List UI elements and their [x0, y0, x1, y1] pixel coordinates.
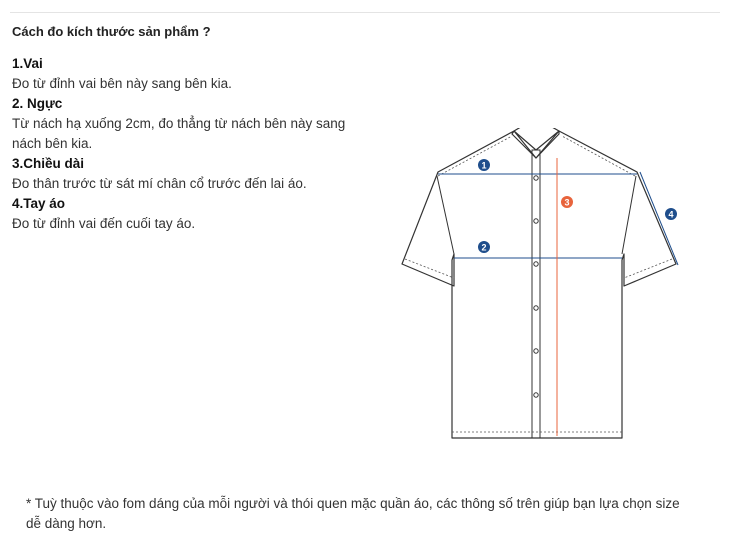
chest-description-line-1: Từ nách hạ xuống 2cm, đo thẳng từ nách b…: [12, 116, 346, 131]
buttons: [533, 175, 539, 398]
sleeve-heading: 4.Tay áo: [12, 196, 66, 211]
sleeve-measure-line: [639, 171, 679, 266]
chest-heading: 2. Ngực: [12, 96, 63, 111]
svg-text:1: 1: [481, 161, 486, 171]
measurement-guide: 1.Vai Đo từ đỉnh vai bên này sang bên ki…: [12, 54, 362, 234]
length-heading: 3.Chiều dài: [12, 156, 85, 171]
top-divider: [10, 12, 720, 13]
svg-text:3: 3: [564, 198, 569, 208]
size-note-line-1: * Tuỳ thuộc vào fom dáng của mỗi người v…: [26, 496, 680, 511]
chest-description-line-2: nách bên kia.: [12, 136, 93, 151]
svg-text:2: 2: [481, 243, 486, 253]
marker-2: 2: [478, 241, 490, 253]
shirt-diagram: 1 2 3 4: [401, 128, 679, 439]
marker-4: 4: [665, 208, 677, 220]
size-note-line-2: dễ dàng hơn.: [26, 516, 107, 531]
size-note: * Tuỳ thuộc vào fom dáng của mỗi người v…: [26, 494, 716, 534]
shoulder-description: Đo từ đỉnh vai bên này sang bên kia.: [12, 76, 232, 91]
svg-text:4: 4: [668, 210, 673, 220]
marker-3: 3: [561, 196, 573, 208]
shoulder-heading: 1.Vai: [12, 56, 43, 71]
shirt-outline: [401, 130, 677, 439]
sleeve-description: Đo từ đỉnh vai đến cuối tay áo.: [12, 216, 196, 231]
length-description: Đo thân trước từ sát mí chân cổ trước đế…: [12, 176, 307, 191]
page-title: Cách đo kích thước sản phẩm ?: [12, 24, 211, 39]
marker-1: 1: [478, 159, 490, 171]
